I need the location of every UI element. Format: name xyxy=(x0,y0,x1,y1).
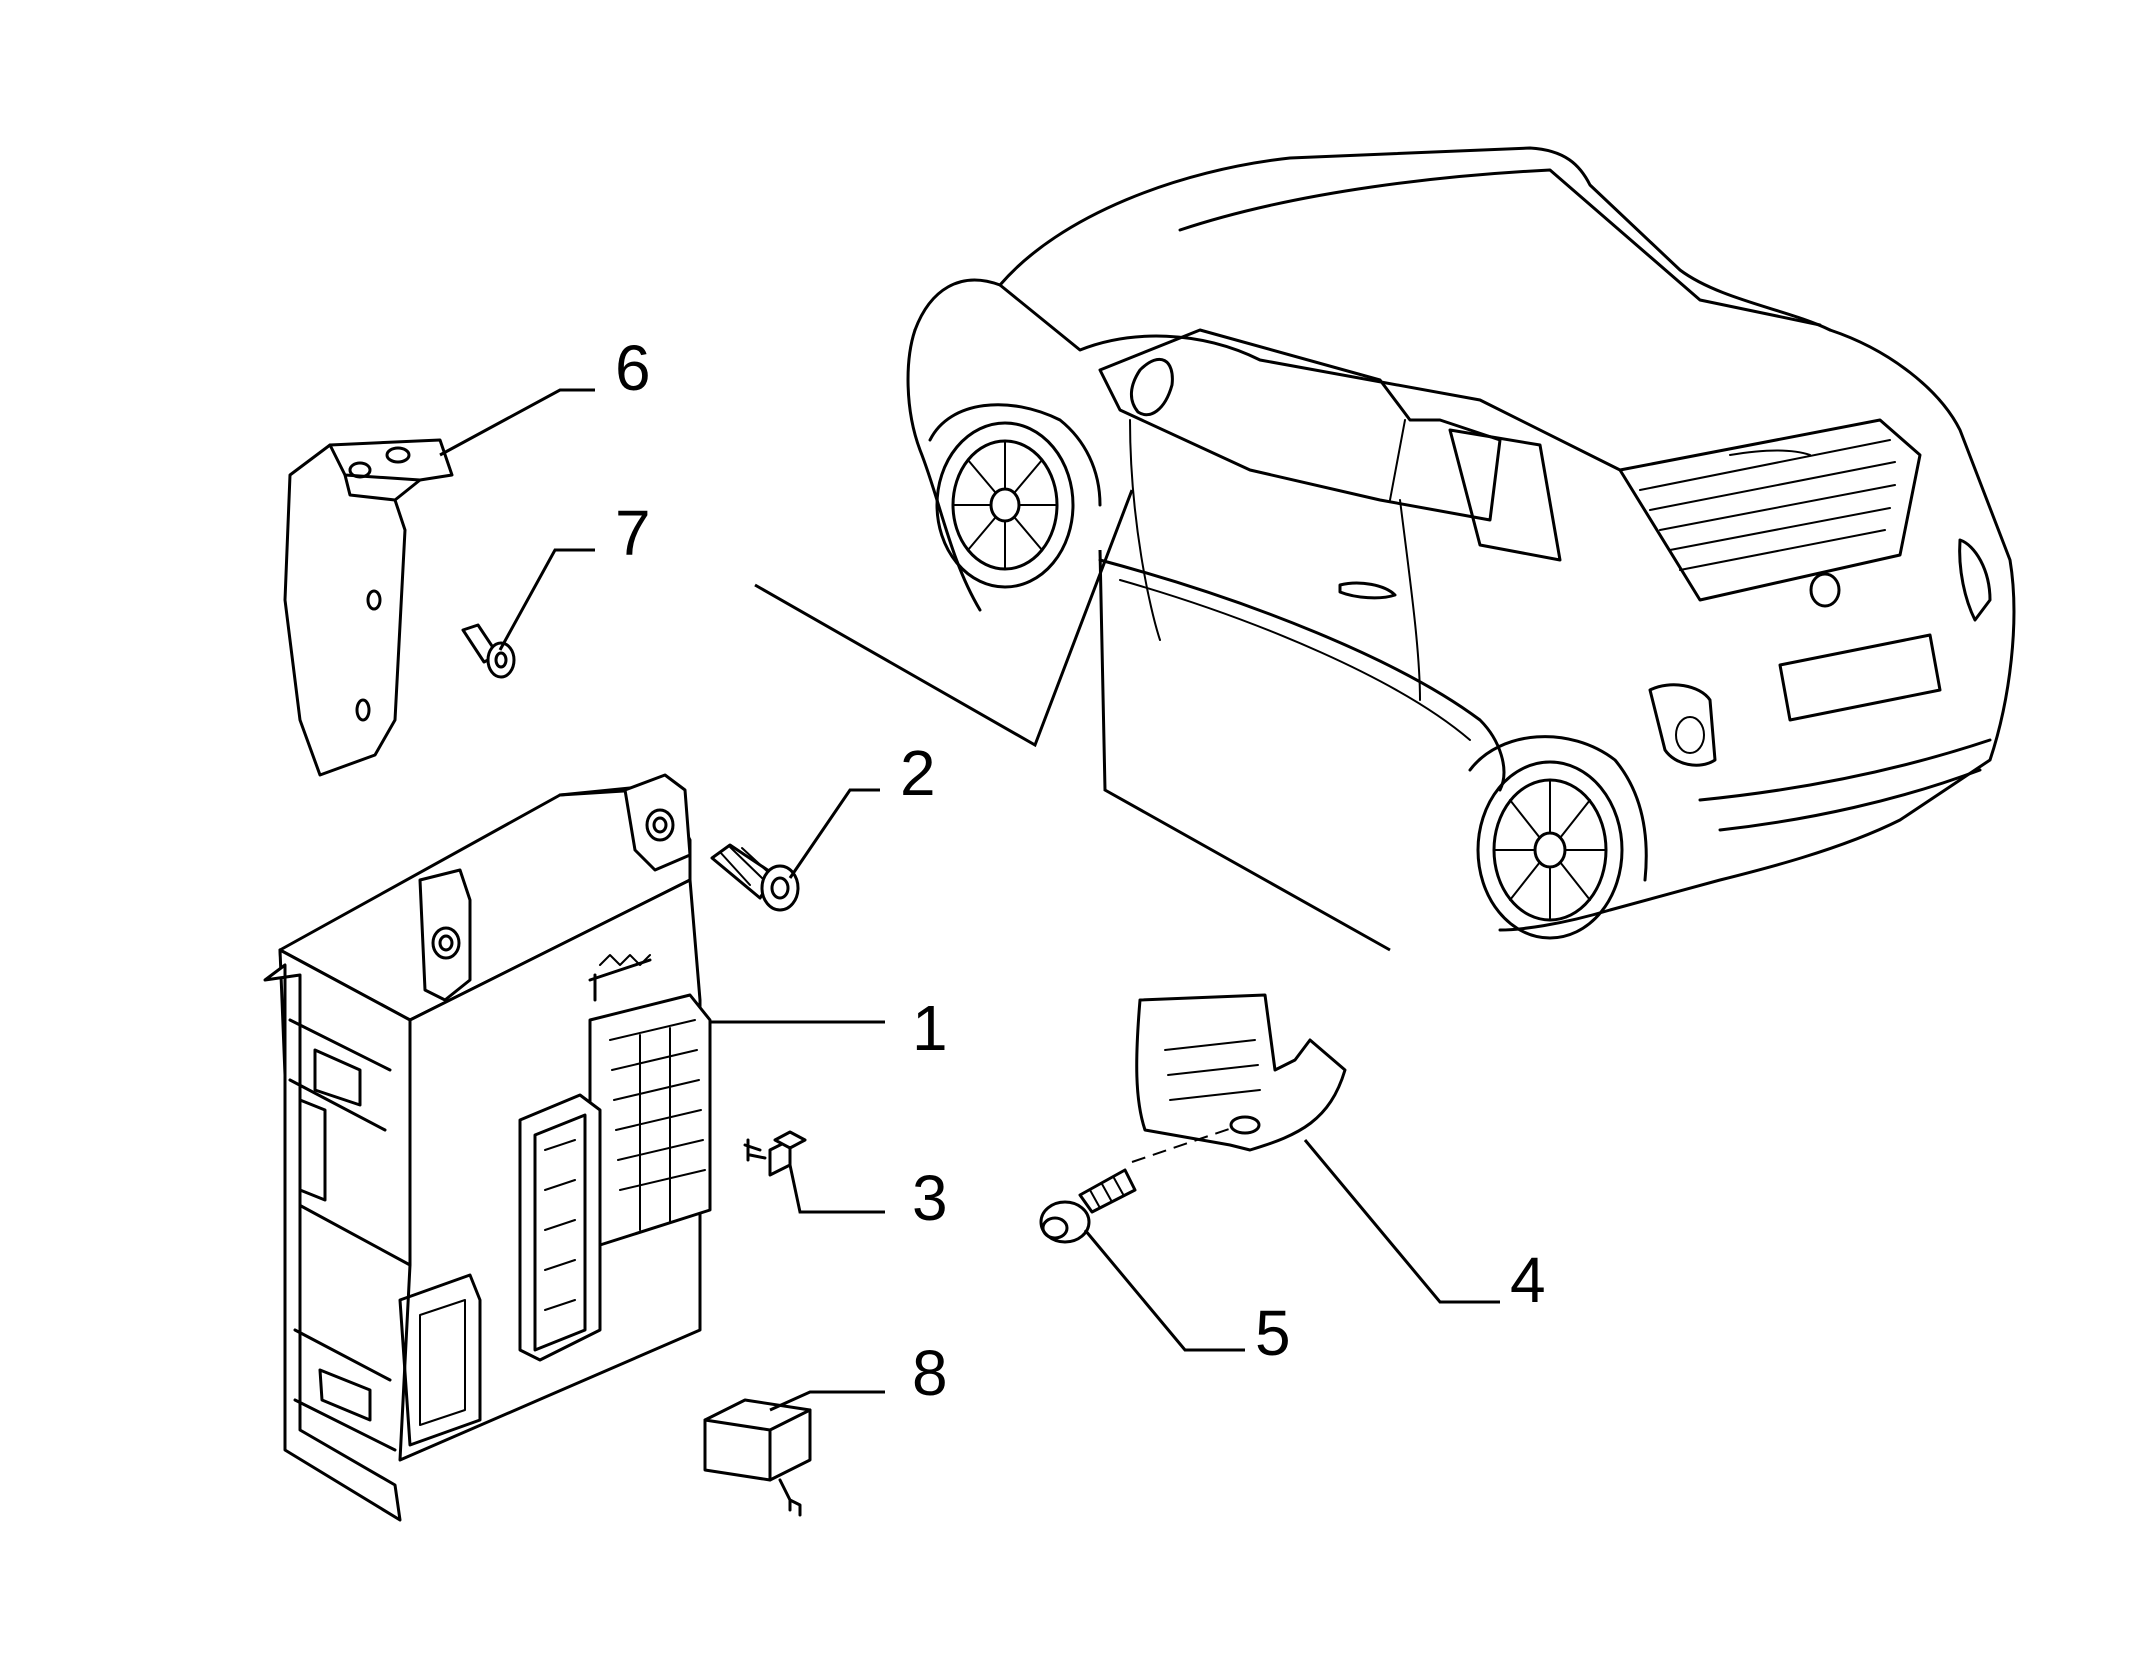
callout-3: 3 xyxy=(912,1162,948,1234)
rear-wheel xyxy=(1468,735,1648,940)
callout-8: 8 xyxy=(912,1337,948,1409)
callout-2: 2 xyxy=(900,737,936,809)
connector-line-upper xyxy=(754,489,1134,748)
leader-line-2 xyxy=(788,788,880,879)
plate-part xyxy=(1135,993,1347,1152)
callout-6: 6 xyxy=(615,332,651,404)
leader-line-3 xyxy=(788,1164,885,1214)
leader-line-4 xyxy=(1303,1139,1500,1304)
small-screw-part xyxy=(461,623,516,679)
relay-part xyxy=(703,1398,812,1517)
callout-7: 7 xyxy=(615,497,651,569)
front-wheel xyxy=(928,403,1102,589)
callout-5: 5 xyxy=(1255,1297,1291,1369)
bolt-part xyxy=(710,843,800,912)
bracket-part xyxy=(283,438,454,777)
fuse-part xyxy=(743,1130,807,1177)
connector-line-lower xyxy=(1098,549,1391,952)
body-computer-unit xyxy=(263,773,712,1522)
callout-1: 1 xyxy=(912,992,948,1064)
callout-labels: 6 7 2 1 3 8 4 5 xyxy=(615,332,1546,1409)
screw-part xyxy=(1039,1127,1233,1244)
callout-4: 4 xyxy=(1510,1244,1546,1316)
leader-line-5 xyxy=(1083,1229,1245,1352)
leader-line-6 xyxy=(439,388,595,457)
leader-line-8 xyxy=(769,1390,885,1412)
car-illustration xyxy=(906,146,2016,940)
leader-line-7 xyxy=(498,548,595,651)
leader-lines xyxy=(439,388,1500,1412)
